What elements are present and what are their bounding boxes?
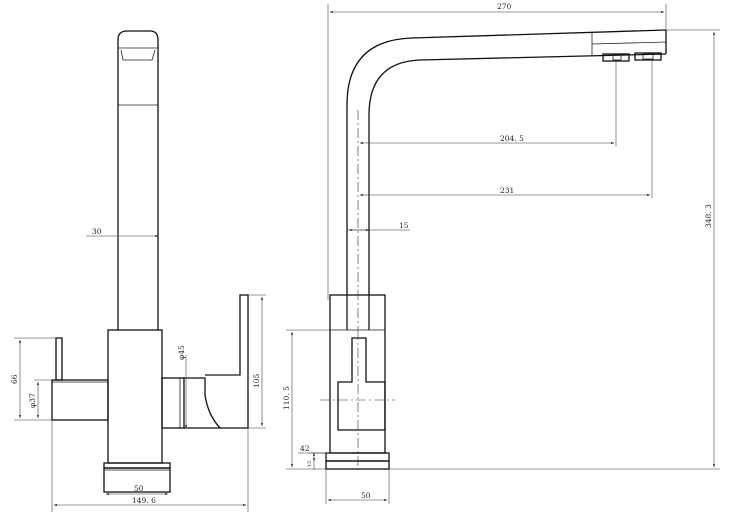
dim-front-total-height: 348. 3	[389, 29, 720, 470]
dim-front-reach-outlet-1: 204. 5	[359, 61, 617, 146]
dim-side-handle-diameter: φ45	[177, 345, 187, 429]
dim-side-lever-block-height: 105	[248, 294, 266, 429]
dim-side-spout-width: 30	[86, 227, 159, 240]
dim-side-hose-diameter: φ37	[28, 379, 52, 419]
dim-front-base-offset: 42	[298, 444, 357, 454]
dim-front-reach-outlet-2: 231	[359, 60, 653, 198]
dim-label-15-base: 15	[307, 461, 313, 467]
side-view: 30 66 φ37 φ45 105	[10, 30, 266, 512]
dim-label-phi45: φ45	[177, 345, 186, 360]
dim-label-phi37: φ37	[28, 393, 37, 408]
front-outlet-nozzles	[602, 52, 662, 62]
dim-front-body-height: 110. 5	[282, 329, 330, 470]
dim-label-15-spout: 15	[399, 221, 409, 230]
dim-label-30: 30	[92, 227, 102, 236]
dim-side-lever-height: 66	[10, 337, 58, 421]
side-base-plate	[103, 462, 171, 493]
front-view: 270 204. 5 231 15 348. 3	[282, 2, 720, 504]
dim-label-348-3: 348. 3	[704, 204, 713, 228]
dim-label-270: 270	[497, 2, 512, 11]
dim-front-spout-width: 15	[347, 221, 410, 231]
front-base-plate	[325, 452, 390, 470]
dim-label-66: 66	[10, 374, 19, 384]
dim-side-total-width: 149. 6	[51, 420, 249, 512]
side-left-connector	[51, 337, 109, 421]
dim-label-204-5: 204. 5	[500, 134, 524, 143]
dim-front-base-width: 50	[325, 469, 390, 504]
dim-label-149-6: 149. 6	[132, 496, 156, 505]
side-right-handle	[161, 294, 249, 429]
dim-label-50-side: 50	[134, 484, 144, 493]
dim-front-reach-total: 270	[327, 2, 667, 300]
dim-label-231: 231	[500, 186, 514, 195]
dim-label-110-5: 110. 5	[282, 386, 291, 410]
dim-side-base-width: 50	[105, 484, 169, 495]
dim-label-42: 42	[300, 444, 310, 453]
front-curved-spout	[346, 29, 667, 330]
dim-front-base-thickness: 15	[307, 452, 326, 470]
side-body-block	[107, 329, 163, 464]
front-body-block	[320, 110, 395, 470]
dim-label-50-front: 50	[361, 491, 371, 500]
dim-label-105: 105	[252, 373, 261, 388]
side-spout-column	[117, 30, 159, 330]
